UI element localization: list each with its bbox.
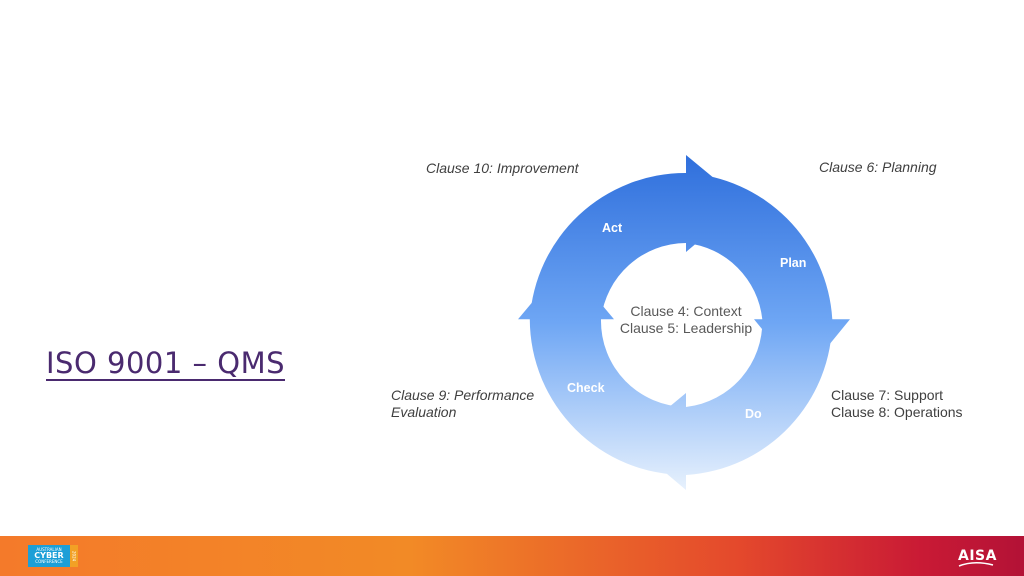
phase-plan-label: Plan bbox=[780, 256, 807, 270]
label-support-operations: Clause 7: Support Clause 8: Operations bbox=[831, 387, 963, 421]
slide-title: ISO 9001 – QMS bbox=[46, 346, 285, 380]
aisa-logo: AISA bbox=[956, 546, 996, 568]
label-performance: Clause 9: Performance bbox=[391, 387, 535, 403]
label-planning: Clause 6: Planning bbox=[819, 159, 937, 175]
aisa-swoosh-icon bbox=[958, 562, 994, 567]
footer-bar bbox=[0, 536, 1024, 576]
label-performance-evaluation: Clause 9: Performance Evaluation bbox=[391, 387, 534, 421]
aisa-logo-text: AISA bbox=[958, 548, 997, 564]
arrow-check bbox=[518, 262, 686, 476]
center-line-context: Clause 4: Context bbox=[630, 303, 742, 319]
phase-check-label: Check bbox=[567, 381, 605, 395]
label-operations: Clause 8: Operations bbox=[831, 404, 963, 420]
pdca-cycle-diagram: Act Plan Do Check Clause 4: Context Clau… bbox=[380, 145, 980, 495]
phase-act-label: Act bbox=[602, 221, 623, 235]
label-evaluation: Evaluation bbox=[391, 404, 457, 420]
conference-logo-year: 2024 bbox=[70, 545, 78, 567]
phase-do-label: Do bbox=[745, 407, 762, 421]
center-text: Clause 4: Context Clause 5: Leadership bbox=[606, 303, 766, 337]
label-support: Clause 7: Support bbox=[831, 387, 944, 403]
center-line-leadership: Clause 5: Leadership bbox=[619, 320, 753, 336]
conference-logo-badge: AUSTRALIAN CYBER CONFERENCE bbox=[28, 545, 70, 567]
label-improvement: Clause 10: Improvement bbox=[426, 160, 579, 176]
conference-logo: AUSTRALIAN CYBER CONFERENCE 2024 bbox=[28, 545, 78, 567]
cycle-ring bbox=[518, 155, 850, 490]
